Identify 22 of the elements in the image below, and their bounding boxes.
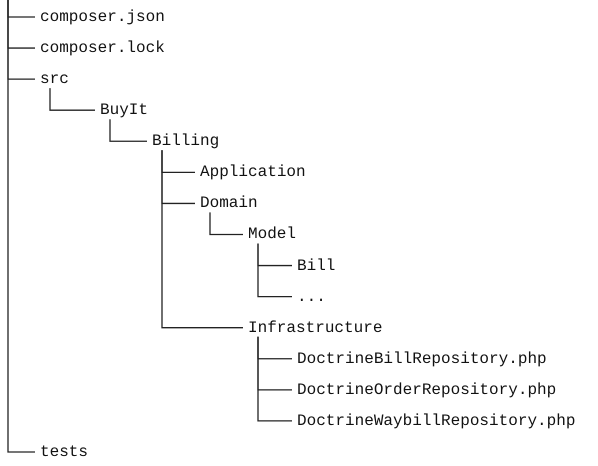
tree-item: ... (297, 288, 326, 306)
tree-item: src (40, 70, 69, 88)
tree-item: Domain (200, 194, 258, 212)
tree-connector (257, 336, 292, 422)
tree-connector (257, 244, 292, 298)
tree-connector (7, 0, 35, 453)
tree-item: Model (248, 225, 296, 244)
tree-item: Billing (152, 132, 220, 150)
tree-connector (109, 119, 147, 142)
tree-connector (49, 88, 95, 111)
tree-item: DoctrineWaybillRepository.php (297, 412, 576, 430)
tree-connector (209, 212, 243, 236)
tree-item: composer.json (40, 8, 165, 26)
tree-item: Application (200, 163, 306, 182)
tree-item: DoctrineOrderRepository.php (297, 380, 556, 399)
tree-item: Bill (297, 256, 336, 275)
tree-item: composer.lock (40, 39, 165, 58)
tree-item: BuyIt (100, 101, 148, 120)
tree-connector (161, 150, 243, 328)
tree-item: DoctrineBillRepository.php (297, 350, 547, 368)
tree-item: tests (40, 442, 88, 461)
tree-item: Infrastructure (248, 318, 382, 337)
